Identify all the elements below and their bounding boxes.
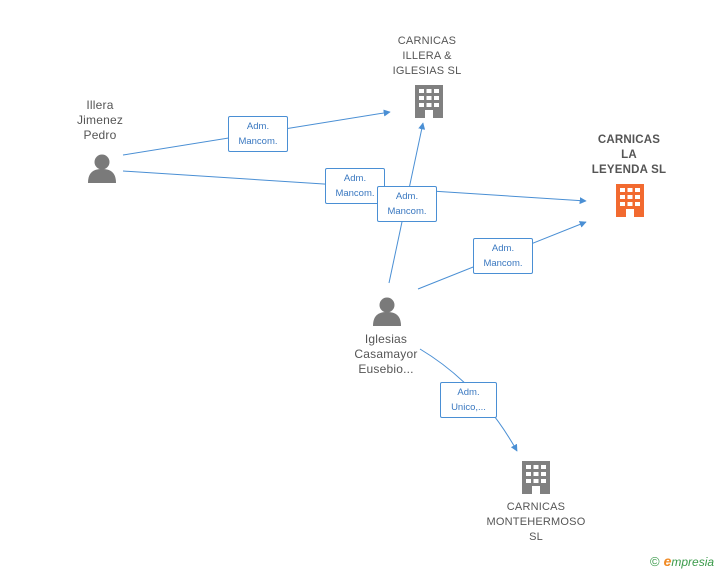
label-line: Eusebio... [358,362,414,376]
edge-label-line: Adm. [395,191,419,202]
building-icon [415,85,443,118]
label-line: Jimenez [76,113,124,127]
label-line: CARNICAS [506,501,566,513]
label-line: IGLESIAS SL [392,65,462,77]
edge-label-line: Mancom. [483,258,523,269]
edge-label-line: Adm. [491,243,515,254]
label-line: Iglesias [364,332,408,346]
edge-label-line: Mancom. [238,136,278,147]
copyright-symbol: © [650,554,660,569]
edge-label-e3[interactable]: Adm. Mancom. [377,186,437,222]
person-label-illera-jimenez-pedro[interactable]: Illera Jimenez Pedro [62,98,138,143]
label-line: LA [621,149,637,161]
company-label-carnicas-montehermoso[interactable]: CARNICAS MONTEHERMOSO SL [478,500,594,545]
edge-label-line: Adm. [457,387,480,398]
label-line: CARNICAS [397,35,457,47]
label-line: SL [529,531,543,543]
company-label-carnicas-la-leyenda[interactable]: CARNICAS LA LEYENDA SL [578,133,680,178]
edge-label-e2[interactable]: Adm. Mancom. [325,168,385,204]
label-line: Pedro [83,128,117,142]
edge-label-line: Mancom. [335,188,375,199]
edge-label-line: Adm. [343,173,367,184]
company-label-carnicas-illera[interactable]: CARNICAS ILLERA & IGLESIAS SL [378,34,476,79]
label-line: Illera [86,98,114,112]
brand-logo-text: mpresia [671,555,715,569]
brand-logo-initial: e [663,553,672,569]
edge-label-e4[interactable]: Adm. Mancom. [473,238,533,274]
edge-label-line: Adm. [246,121,270,132]
label-line: MONTEHERMOSO [486,516,586,528]
person-icon [88,154,116,183]
label-line: LEYENDA SL [591,164,667,176]
building-icon [522,461,550,494]
edge-label-line: Unico,... [451,402,486,413]
edge-label-line: Mancom. [387,206,427,217]
person-icon [373,297,401,326]
person-label-iglesias-casamayor[interactable]: Iglesias Casamayor Eusebio... [340,332,432,377]
label-line: CARNICAS [597,134,661,146]
footer-brand[interactable]: ©empresia [650,553,714,569]
building-icon-focus [616,184,644,217]
label-line: ILLERA & [402,50,452,62]
edge-label-e1[interactable]: Adm. Mancom. [228,116,288,152]
label-line: Casamayor [354,347,418,361]
edge-label-e5[interactable]: Adm. Unico,... [440,382,497,418]
